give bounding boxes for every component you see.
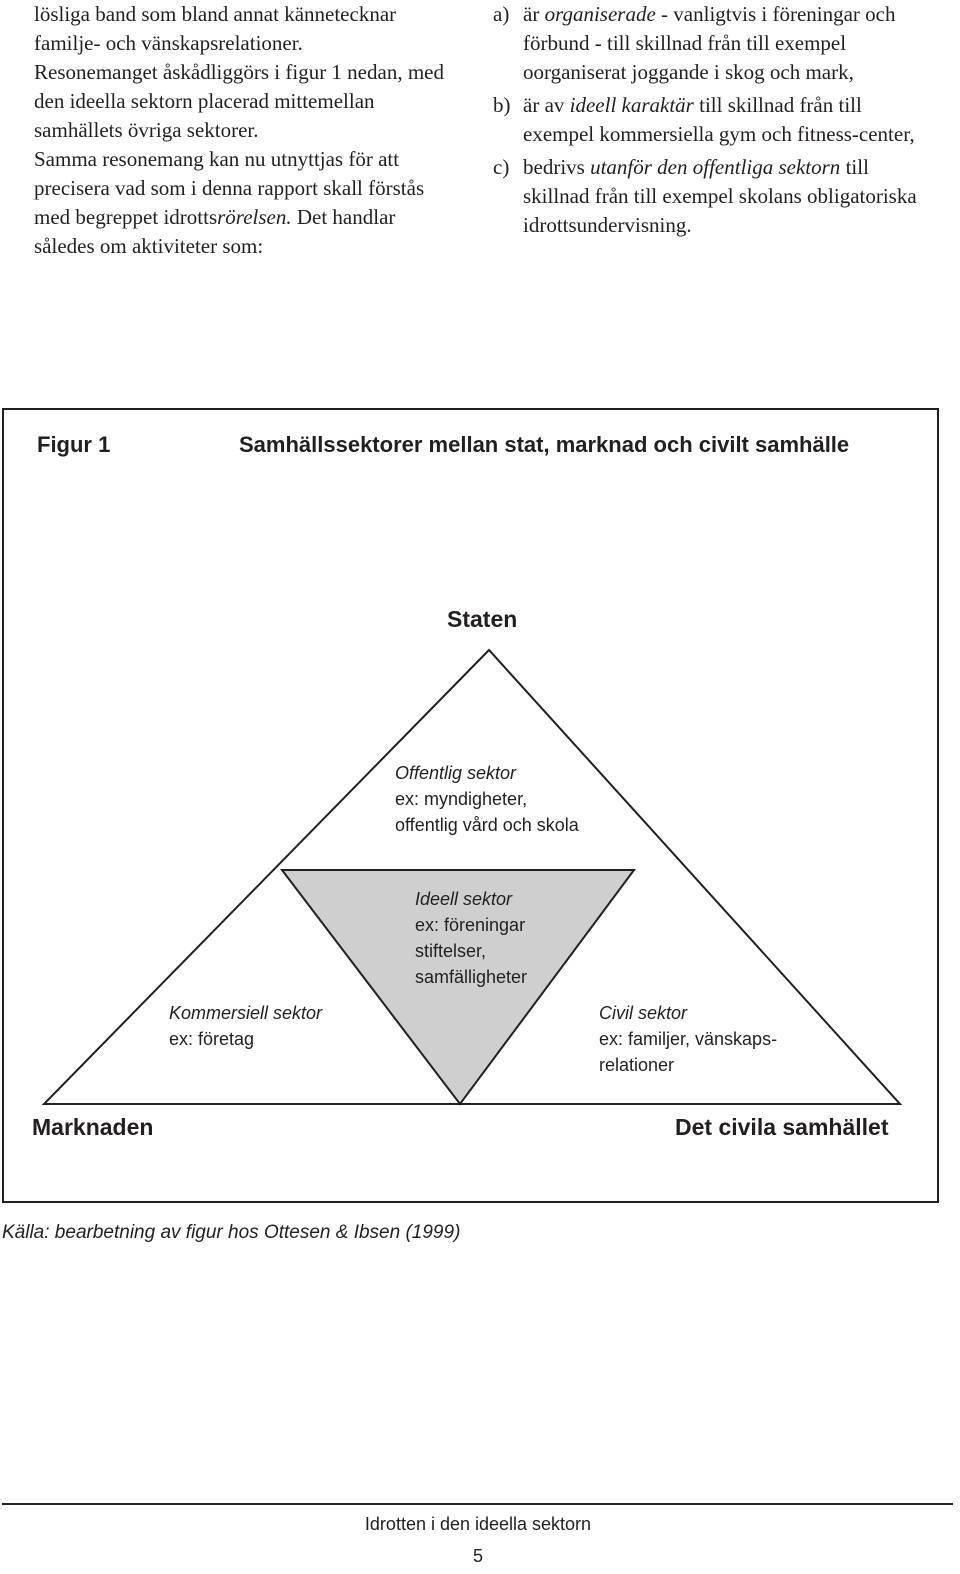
list-item: b) är av ideell karaktär till skillnad f… [493,91,938,149]
outer-triangle [41,648,903,1105]
corner-label-civila-samhallet: Det civila samhället [675,1114,889,1140]
commercial-sector-name: Kommersiell sektor [169,1003,323,1023]
left-line-2: familje- och vänskapsrelationer. [34,31,303,55]
list-text: är av ideell karaktär till skillnad från… [523,93,915,146]
figure-box: Figur 1 Samhällssektorer mellan stat, ma… [2,408,939,1203]
paragraph-definition-end: Det handlar således om aktiviteter som: [34,205,396,258]
page-number: 5 [472,1546,483,1566]
ideal-sector-name: Ideell sektor [415,889,513,909]
ideal-sector-label: Ideell sektor ex: föreningar stiftelser,… [415,889,528,987]
public-sector-label: Offentlig sektor ex: myndigheter, offent… [395,763,579,835]
public-sector-name: Offentlig sektor [395,763,517,783]
sector-diagram [41,648,903,1106]
right-text-column: a) är organiserade - vanligtvis i föreni… [493,0,938,244]
footer-divider [2,1503,953,1505]
list-marker: c) [493,155,510,179]
civil-sector-label: Civil sektor ex: familjer, vänskaps- rel… [599,1003,778,1075]
list-item: a) är organiserade - vanligtvis i föreni… [493,0,938,87]
footer-title: Idrotten i den ideella sektorn [364,1514,592,1534]
figure-title: Samhällssektorer mellan stat, marknad oc… [239,432,850,457]
civil-sector-name: Civil sektor [599,1003,688,1023]
paragraph-figure-reference: Resonemanget åskådliggörs i figur 1 neda… [34,60,444,142]
apex-label-staten: Staten [447,606,518,632]
commercial-sector-label: Kommersiell sektor ex: företag [169,1003,323,1049]
list-marker: a) [493,2,510,26]
figure-label: Figur 1 [37,432,111,457]
paragraph-definition-start: Samma resonemang kan nu utnyttjas för at… [34,147,425,229]
list-item: c) bedrivs utanför den offentliga sektor… [493,153,938,240]
ideal-sector-triangle [279,869,636,1106]
paragraph-definition-italic: rörelsen. [217,205,292,229]
list-text: bedrivs utanför den offentliga sektorn t… [523,155,917,237]
corner-label-marknaden: Marknaden [32,1114,154,1140]
list-marker: b) [493,93,511,117]
figure-source: Källa: bearbetning av figur hos Ottesen … [2,1222,461,1243]
paragraph-definition: Samma resonemang kan nu utnyttjas för at… [34,145,452,261]
list-text: är organiserade - vanligtvis i föreninga… [523,2,896,84]
left-line-1: lösliga band som bland annat känneteckna… [34,2,397,26]
left-text-column: lösliga band som bland annat känneteckna… [34,0,452,261]
